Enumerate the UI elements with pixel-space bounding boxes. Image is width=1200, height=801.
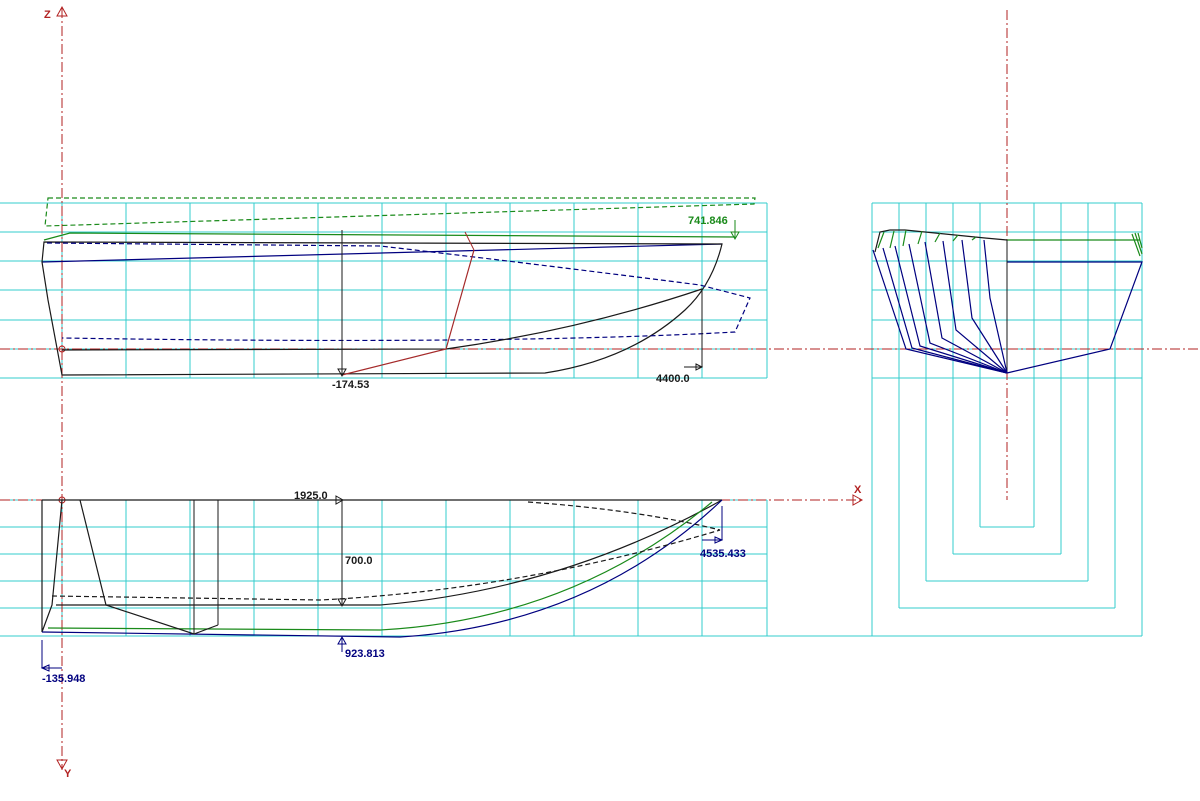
plan-station-label: 1925.0 bbox=[294, 490, 328, 502]
body-plan bbox=[872, 229, 1143, 374]
bodyplan-section-2 bbox=[882, 247, 1008, 374]
bodyplan-section-6 bbox=[942, 240, 1008, 374]
profile-origin-marker bbox=[58, 345, 66, 353]
axes: Z Y X bbox=[0, 5, 1200, 780]
bodyplan-flare-green bbox=[877, 229, 977, 249]
dim-arrow-icon bbox=[337, 635, 347, 645]
profile-origin-label: -174.53 bbox=[332, 379, 369, 391]
dim-arrow-icon bbox=[337, 368, 347, 378]
profile-buttock-line bbox=[61, 288, 703, 351]
y-axis-label: Y bbox=[64, 768, 72, 780]
plan-transom bbox=[41, 499, 63, 633]
y-arrow-icon bbox=[56, 759, 68, 771]
plan-grid bbox=[0, 499, 768, 637]
dim-arrow-icon bbox=[714, 536, 724, 544]
bodyplan-section-7 bbox=[961, 239, 1008, 374]
profile-sheer-dashed-green bbox=[44, 197, 756, 227]
plan-chine-green bbox=[47, 501, 713, 631]
x-arrow-icon bbox=[852, 494, 864, 506]
plan-chine-label: 923.813 bbox=[345, 648, 385, 660]
plan-halfbreadth-black bbox=[56, 499, 723, 606]
bodyplan-section-8 bbox=[983, 239, 1008, 374]
bodyplan-section-5 bbox=[924, 241, 1008, 374]
plan-halfbreadth-label: 700.0 bbox=[345, 555, 373, 567]
profile-deck-green bbox=[43, 232, 736, 241]
dim-arrow-icon bbox=[40, 664, 50, 672]
bodyplan-stem-green bbox=[1131, 232, 1143, 257]
plan-length-label: 4535.433 bbox=[700, 548, 746, 560]
profile-length-label: 4400.0 bbox=[656, 373, 690, 385]
dim-arrow-icon bbox=[695, 363, 704, 371]
dim-arrow-icon bbox=[337, 598, 347, 608]
profile-grid bbox=[0, 202, 768, 379]
profile-view: 741.846 -174.53 4400.0 bbox=[41, 197, 756, 391]
bodyplan-sheer-black bbox=[874, 229, 1008, 253]
plan-view: 1925.0 700.0 4535.433 923.813 -135.948 bbox=[40, 490, 746, 685]
bodyplan-section-bow bbox=[1006, 261, 1143, 374]
dim-arrow-icon bbox=[730, 231, 740, 241]
z-axis-label: Z bbox=[44, 9, 51, 21]
plan-diagonal bbox=[79, 499, 219, 635]
profile-station-red-top bbox=[464, 231, 475, 251]
profile-outline bbox=[41, 241, 723, 376]
profile-sheer-blue bbox=[41, 243, 723, 263]
profile-chine-dashed bbox=[46, 242, 751, 342]
plan-keel-dashed bbox=[51, 501, 721, 601]
dim-arrow-icon bbox=[335, 495, 345, 505]
profile-height-label: 741.846 bbox=[688, 215, 728, 227]
bodyplan-section-1 bbox=[872, 249, 1008, 374]
z-arrow-icon bbox=[56, 5, 68, 17]
bodyplan-section-4 bbox=[908, 243, 1008, 374]
x-axis-label: X bbox=[854, 484, 862, 496]
bodyplan-section-3 bbox=[894, 245, 1008, 374]
plan-stern-label: -135.948 bbox=[42, 673, 85, 685]
bodyplan-grid bbox=[767, 202, 1143, 637]
profile-station-red bbox=[341, 249, 475, 376]
plan-chine-blue bbox=[41, 499, 723, 638]
